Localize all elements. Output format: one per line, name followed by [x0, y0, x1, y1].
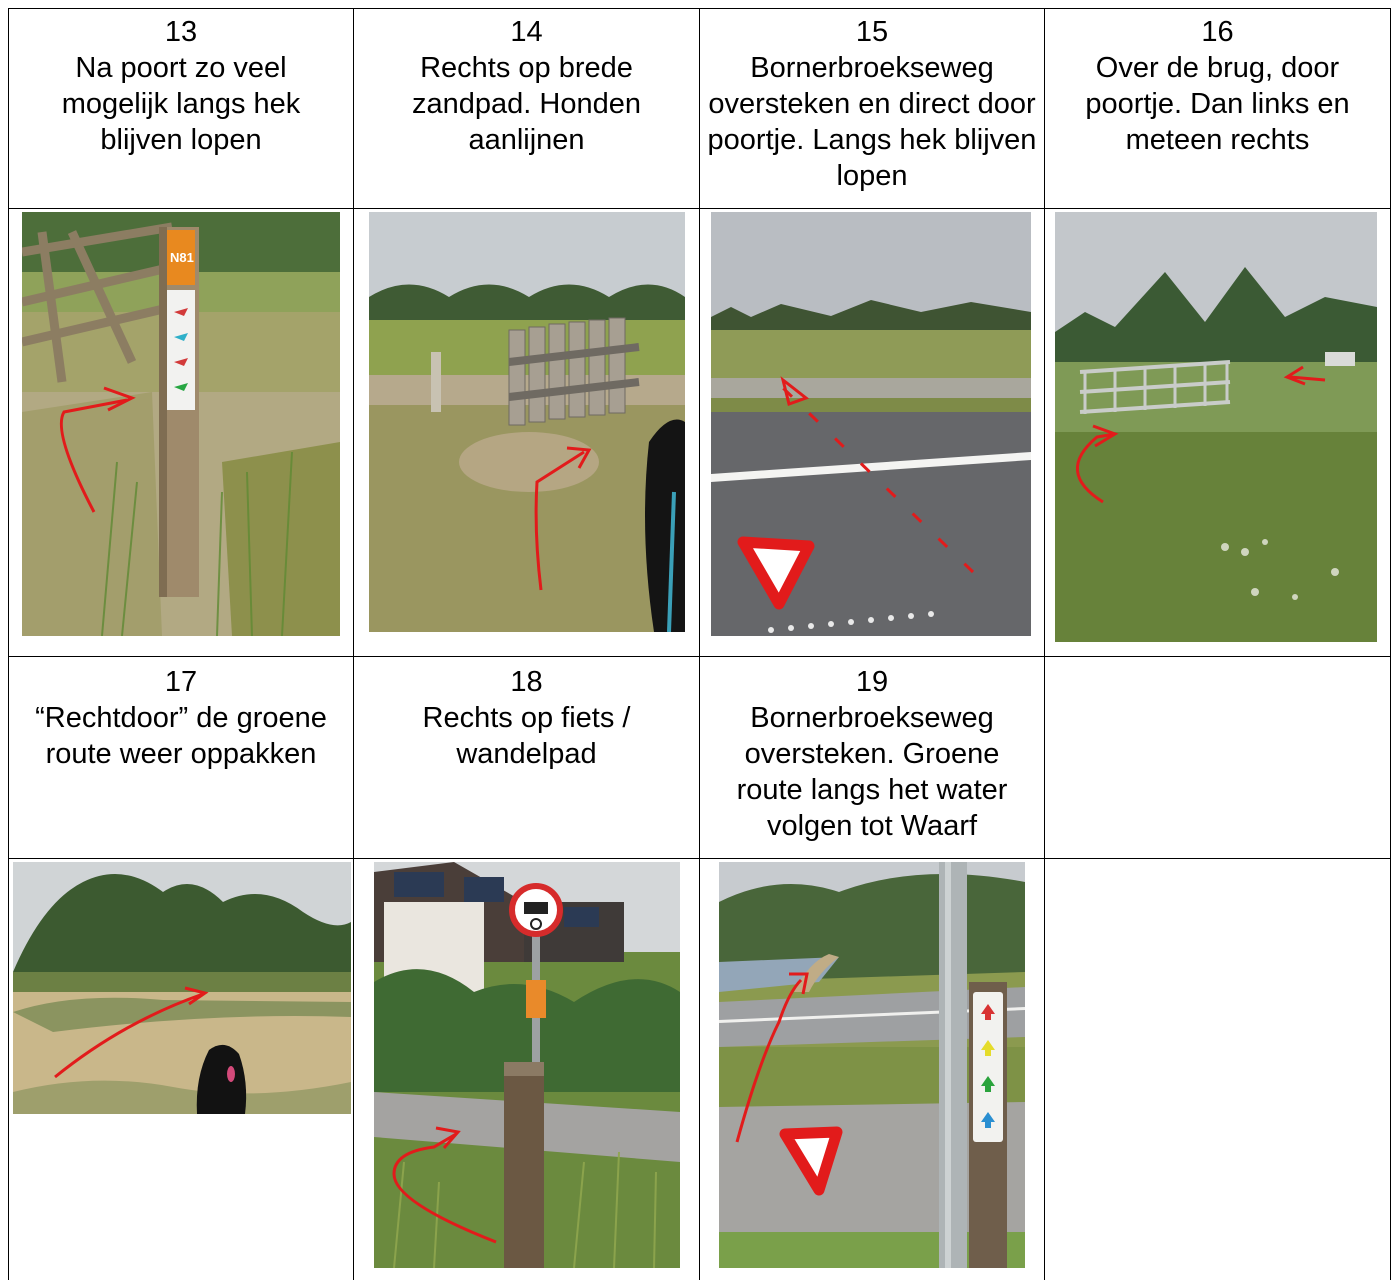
photo-bridge [1055, 212, 1377, 642]
step-instruction: Na poort zo veel mogelijk langs hek blij… [61, 52, 301, 156]
route-table: 13 Na poort zo veel mogelijk langs hek b… [8, 8, 1391, 1280]
photo-sand-path [13, 862, 351, 1114]
table-border-right [1390, 8, 1391, 1280]
step-instruction: Rechts op fiets / wandelpad [422, 702, 631, 770]
step-number: 18 [510, 666, 543, 698]
table-col-divider [1044, 8, 1045, 1280]
photo-wooden-gate [369, 212, 685, 632]
step-instruction: “Rechtdoor” de groene route weer oppakke… [35, 702, 327, 770]
step-caption-19: 19 Bornerbroekseweg oversteken. Groene r… [700, 664, 1044, 844]
photo-bike-path-sign [374, 862, 680, 1268]
step-number: 15 [855, 16, 889, 48]
step-number: 13 [164, 16, 198, 48]
step-caption-16: 16 Over de brug, door poortje. Dan links… [1045, 14, 1390, 158]
step-number: 14 [510, 16, 543, 48]
post-label: N81 [170, 250, 194, 265]
step-caption-14: 14 Rechts op brede zandpad. Honden aanli… [354, 14, 699, 158]
table-border-left [8, 8, 9, 1280]
step-number: 17 [164, 666, 198, 698]
step-caption-15: 15 Bornerbroekseweg oversteken en direct… [700, 14, 1044, 194]
step-number: 19 [855, 666, 889, 698]
table-col-divider [699, 8, 700, 1280]
step-caption-17: 17 “Rechtdoor” de groene route weer oppa… [9, 664, 353, 772]
step-number: 16 [1201, 16, 1234, 48]
step-instruction: Over de brug, door poortje. Dan links en… [1085, 52, 1350, 156]
photo-road-crossing [711, 212, 1031, 636]
step-caption-13: 13 Na poort zo veel mogelijk langs hek b… [9, 14, 353, 158]
step-instruction: Bornerbroekseweg oversteken. Groene rout… [736, 702, 1008, 842]
photo-gate-post: N81 [22, 212, 340, 636]
photo-water-route [719, 862, 1025, 1268]
step-instruction: Bornerbroekseweg oversteken en direct do… [707, 52, 1037, 192]
step-caption-18: 18 Rechts op fiets / wandelpad [354, 664, 699, 772]
step-instruction: Rechts op brede zandpad. Honden aanlijne… [412, 52, 641, 156]
table-col-divider [353, 8, 354, 1280]
